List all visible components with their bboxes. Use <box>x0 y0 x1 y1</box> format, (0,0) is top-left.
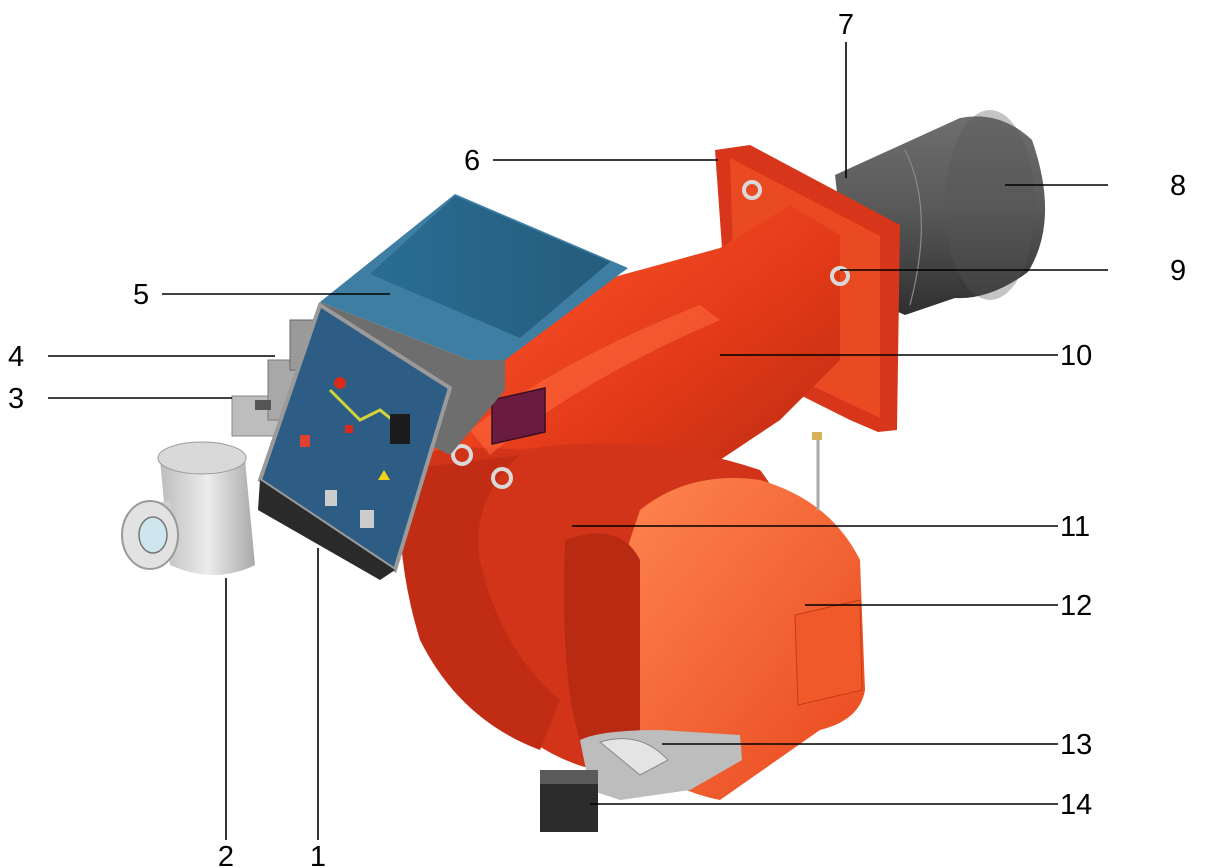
callout-3: 3 <box>8 383 24 415</box>
gas-filter <box>121 441 255 575</box>
callout-labels: 1 2 3 4 5 6 7 8 9 10 11 12 13 14 <box>8 9 1186 868</box>
control-box <box>257 194 628 580</box>
callout-1: 1 <box>310 841 326 868</box>
callout-14: 14 <box>1060 789 1092 821</box>
callout-10: 10 <box>1060 340 1092 372</box>
callout-9: 9 <box>1170 255 1186 287</box>
lifting-eyes <box>451 180 850 489</box>
callout-2: 2 <box>218 841 234 868</box>
callout-13: 13 <box>1060 729 1092 761</box>
leader-lines <box>48 42 1108 840</box>
air-damper-servomotor <box>540 730 742 832</box>
callout-6: 6 <box>464 145 480 177</box>
pressure-connection <box>812 432 822 510</box>
callout-11: 11 <box>1060 511 1090 543</box>
callout-8: 8 <box>1170 170 1186 202</box>
callout-7: 7 <box>838 9 854 41</box>
callout-12: 12 <box>1060 590 1092 622</box>
callout-5: 5 <box>133 279 149 311</box>
callout-4: 4 <box>8 341 24 373</box>
